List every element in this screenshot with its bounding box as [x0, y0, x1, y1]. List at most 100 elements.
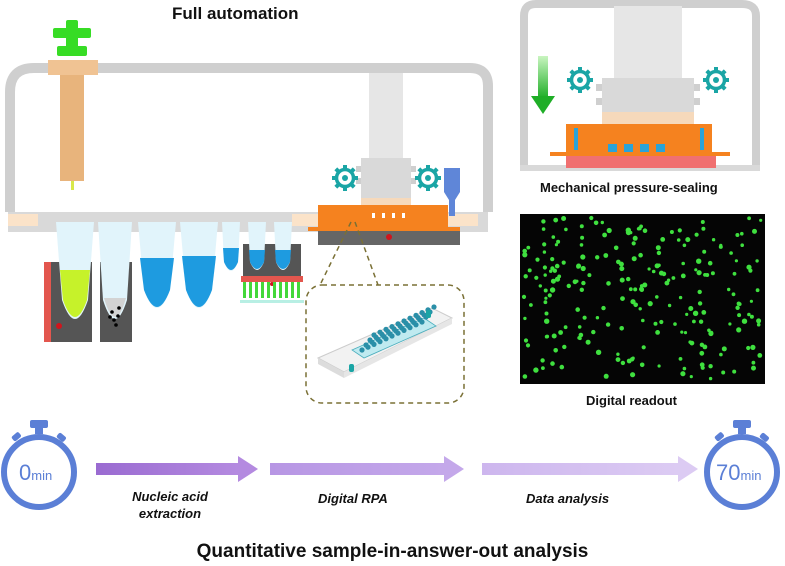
fluorescent-spot — [541, 219, 546, 224]
fluorescent-spot — [736, 327, 742, 333]
fluorescent-spot — [547, 293, 552, 298]
fluorescent-spot — [575, 307, 580, 312]
fluorescent-spot — [554, 263, 560, 269]
chip-well — [371, 332, 377, 338]
fluorescent-spot — [550, 266, 555, 271]
fluorescent-spot — [558, 330, 563, 335]
fluorescent-spot — [595, 349, 602, 355]
heat-fin — [273, 282, 276, 298]
fluorescent-spot — [718, 244, 723, 249]
fluorescent-spot — [651, 269, 656, 274]
fluorescent-spot — [757, 353, 763, 358]
fluorescent-spot — [601, 305, 606, 311]
fluorescent-spot — [550, 257, 555, 262]
heat-fin — [291, 282, 294, 298]
readout-caption: Digital readout — [586, 393, 678, 408]
fluorescent-spot — [591, 329, 596, 335]
gear-icon — [330, 163, 360, 193]
chip-well — [395, 321, 401, 327]
fluorescent-spot — [666, 278, 671, 282]
fluorescent-spot — [557, 274, 562, 279]
fluorescent-spot — [579, 287, 584, 292]
fluorescent-spot — [595, 255, 600, 260]
fluorescent-spot — [655, 245, 661, 251]
heating-block — [240, 222, 304, 303]
fluorescent-spot — [698, 319, 704, 324]
fluorescent-spot — [752, 228, 757, 234]
fluorescent-spot — [741, 318, 748, 324]
fluorescent-spot — [659, 319, 664, 325]
chip-well — [401, 318, 407, 324]
fluorescent-spot — [633, 302, 638, 308]
fluorescent-spot — [727, 287, 731, 292]
fluorescent-spot — [696, 258, 702, 264]
fluorescent-spot — [630, 372, 636, 378]
press-column — [356, 73, 416, 205]
fluorescent-spot — [737, 313, 742, 318]
fluorescent-spot — [677, 228, 682, 233]
tube-4 — [180, 222, 218, 308]
fluorescent-spot — [522, 374, 528, 379]
fluorescent-spot — [708, 330, 714, 337]
fluorescent-spot — [625, 227, 631, 233]
fluorescent-spot — [616, 352, 620, 356]
fluorescent-spot — [538, 284, 542, 288]
fluorescent-spot — [631, 356, 635, 360]
fluorescent-spot — [656, 250, 662, 256]
fluorescent-spot — [680, 273, 686, 279]
timer-start-unit: min — [31, 468, 53, 483]
fluorescent-spot — [759, 218, 763, 222]
fluorescent-spot — [579, 224, 584, 229]
fluorescent-spot — [587, 273, 592, 278]
fluorescent-spot — [561, 216, 567, 221]
fluorescent-spot — [639, 287, 644, 292]
fluorescent-spot — [653, 321, 658, 326]
fluorescent-spot — [685, 237, 691, 243]
fluorescent-spot — [692, 319, 696, 324]
arrow-extraction — [96, 456, 258, 482]
fluorescent-spot — [669, 230, 674, 234]
fluorescent-spot — [631, 241, 636, 246]
fluorescent-spot — [616, 259, 621, 265]
fluorescent-spot — [582, 315, 587, 320]
heat-fin — [243, 282, 246, 298]
fluorescent-spot — [540, 358, 545, 363]
fluorescent-spot — [603, 373, 609, 379]
heat-fin — [285, 282, 288, 298]
fluorescent-spot — [632, 235, 638, 241]
chip-well — [367, 337, 373, 343]
fluorescent-spot — [579, 243, 584, 247]
fluorescent-spot — [680, 330, 684, 334]
chip-zoom-inset — [305, 284, 465, 404]
zoom-connector — [319, 221, 379, 286]
fluorescent-spot — [735, 233, 740, 237]
fluorescent-spot — [746, 345, 751, 351]
fluorescent-spot — [678, 357, 683, 361]
fluorescent-spot — [554, 243, 559, 247]
fluorescent-spot — [523, 274, 528, 279]
heat-fin — [261, 282, 264, 298]
fluorescent-spot — [689, 340, 695, 346]
fluorescent-spot — [620, 296, 625, 301]
fluorescent-spot — [740, 243, 744, 247]
chip-well — [431, 304, 437, 310]
fluorescent-spot — [692, 310, 699, 316]
fluorescent-spot — [553, 348, 558, 353]
fluorescent-spot — [732, 369, 737, 374]
stopwatch-end — [704, 420, 780, 510]
fluorescent-spot — [577, 325, 582, 329]
fluorescent-spot — [721, 370, 726, 375]
fluorescent-spot — [657, 263, 661, 268]
fluorescent-spot — [697, 289, 702, 295]
step-label-digital-rpa: Digital RPA — [318, 491, 388, 506]
fluorescent-spot — [673, 322, 677, 326]
fluorescent-spot — [641, 318, 645, 323]
fluorescent-spot — [549, 287, 556, 293]
fluorescent-spot — [671, 276, 676, 280]
fluorescent-spot — [708, 376, 713, 381]
fluorescent-spot — [719, 352, 723, 357]
gear-icon — [701, 65, 731, 95]
fluorescent-spot — [657, 364, 661, 368]
heat-fin — [297, 282, 300, 298]
fluorescent-spot — [542, 242, 547, 247]
